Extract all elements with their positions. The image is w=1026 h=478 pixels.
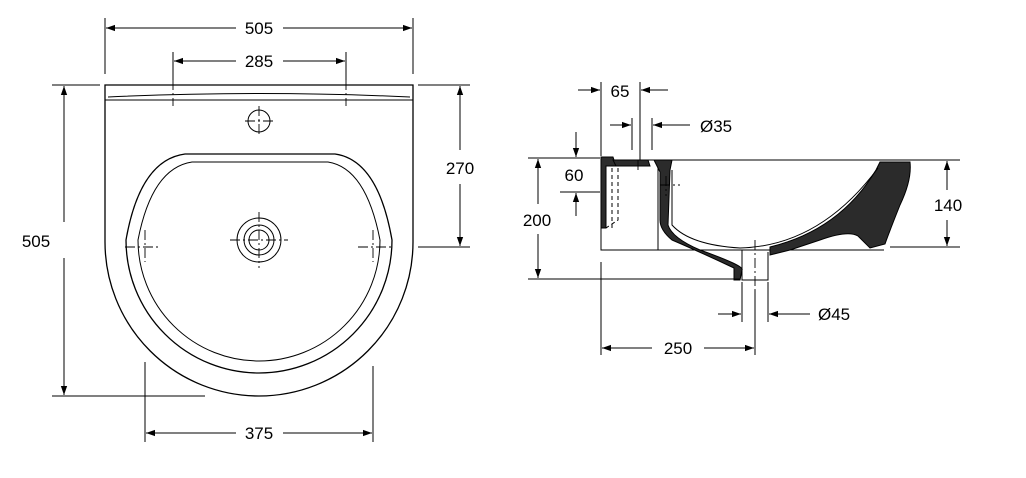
dimension-overall-width: 505	[104, 18, 414, 74]
dimension-tap-hole-dia: Ø35	[610, 117, 732, 150]
dim-label-bowl-width: 375	[245, 424, 273, 443]
dim-label-tap-spacing: 285	[245, 52, 273, 71]
basin-outline	[104, 84, 414, 397]
dim-label-rim-offset: 65	[611, 82, 630, 101]
dim-label-front-height: 140	[934, 196, 962, 215]
dim-label-back-height: 60	[565, 166, 584, 185]
dimension-front-height: 140	[890, 159, 962, 248]
dimension-back-height: 60	[560, 132, 600, 216]
tap-hole	[245, 106, 273, 136]
dimension-overall-depth: 505	[22, 84, 205, 397]
bowl-right-section	[769, 161, 911, 256]
side-view: 65 Ø35 60 200	[523, 82, 962, 358]
bowl-outer-rim	[125, 153, 393, 374]
dim-label-waste-offset: 250	[664, 339, 692, 358]
hidden-lines	[605, 168, 619, 229]
dimension-waste-offset: 250	[600, 262, 756, 358]
waste-pipe	[741, 240, 769, 290]
dim-label-overall-width: 505	[245, 19, 273, 38]
dimension-tap-spacing: 285	[172, 52, 347, 80]
front-view: 505 285 505 270	[22, 18, 474, 443]
dimension-bowl-depth: 270	[418, 84, 474, 248]
fixing-hole-marks	[125, 80, 393, 262]
dim-label-bowl-depth: 270	[446, 159, 474, 178]
back-top-section	[612, 159, 651, 167]
bowl-inner-curve	[671, 167, 879, 249]
dim-label-total-height: 200	[523, 211, 551, 230]
dimension-bowl-width: 375	[144, 362, 374, 443]
bowl-inner-rim	[137, 161, 381, 362]
dimension-total-height: 200	[523, 157, 740, 280]
waste-outlet	[230, 212, 288, 268]
dim-label-overall-depth: 505	[22, 232, 50, 251]
dimension-waste-dia: Ø45	[718, 282, 850, 324]
dim-label-waste-dia: Ø45	[818, 305, 850, 324]
back-wall-section	[600, 156, 617, 229]
dim-label-tap-hole-dia: Ø35	[700, 117, 732, 136]
dimension-rim-offset: 65	[578, 82, 668, 160]
bowl-wall-section	[653, 159, 743, 281]
back-ledge	[105, 93, 413, 101]
